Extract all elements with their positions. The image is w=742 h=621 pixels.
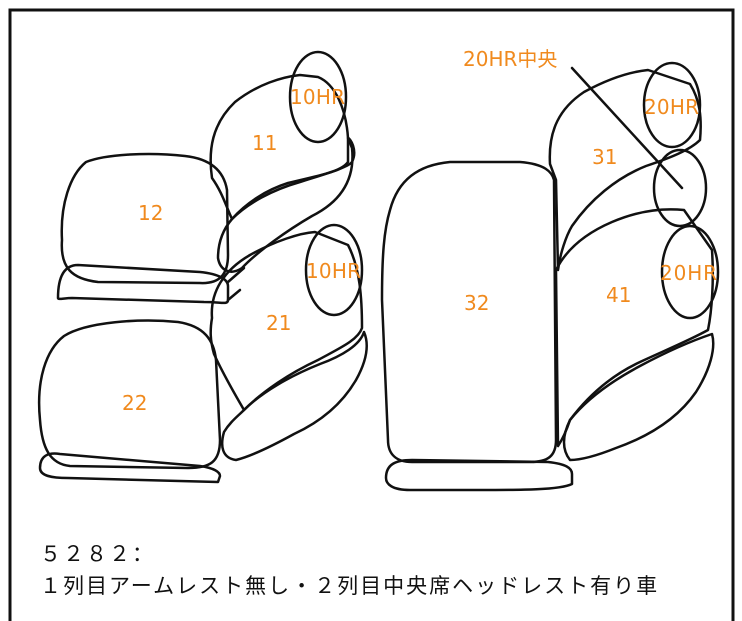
- headrest-20hr-bottom-outline: [660, 224, 720, 320]
- seat-label-22: 22: [122, 391, 147, 415]
- headrest-10hr-top-outline: [288, 50, 348, 144]
- center-headrest-callout-line: [570, 66, 684, 190]
- seat-32-cushion: [384, 458, 574, 492]
- headrest-label-20hr-center-callout: 20HR中央: [463, 47, 557, 71]
- seat-11-cushion: [216, 136, 356, 273]
- seat-21-cushion: [220, 330, 368, 462]
- diagram-frame: [8, 8, 735, 621]
- headrest-10hr-mid-outline: [304, 223, 364, 317]
- headrest-20hr-center-outline: [652, 148, 708, 228]
- headrest-20hr-top-outline: [642, 61, 702, 149]
- seat-label-31: 31: [592, 145, 617, 169]
- model-code: ５２８２：: [40, 542, 155, 566]
- model-description: １列目アームレスト無し・２列目中央席ヘッドレスト有り車: [40, 574, 660, 598]
- seat-label-21: 21: [266, 311, 291, 335]
- seat-32-backrest: [380, 160, 558, 464]
- seat-21-backrest: [209, 230, 364, 412]
- seat-label-12: 12: [138, 201, 163, 225]
- seat-label-11: 11: [252, 131, 277, 155]
- headrest-label-10hr-mid: 10HR: [306, 259, 361, 283]
- seat-label-41: 41: [606, 283, 631, 307]
- headrest-label-10hr-top: 10HR: [290, 85, 345, 109]
- seat-41-cushion: [562, 332, 715, 462]
- seat-12-backrest: [60, 152, 230, 285]
- headrest-label-20hr-top: 20HR: [644, 95, 699, 119]
- row-connector: [226, 266, 246, 302]
- seat-22-backrest: [37, 319, 222, 470]
- seat-label-32: 32: [464, 291, 489, 315]
- seat-12-cushion: [56, 263, 230, 305]
- headrest-label-20hr-bottom: 20HR: [660, 261, 717, 285]
- seat-31-backrest: [548, 68, 702, 272]
- seat-22-cushion: [38, 452, 222, 484]
